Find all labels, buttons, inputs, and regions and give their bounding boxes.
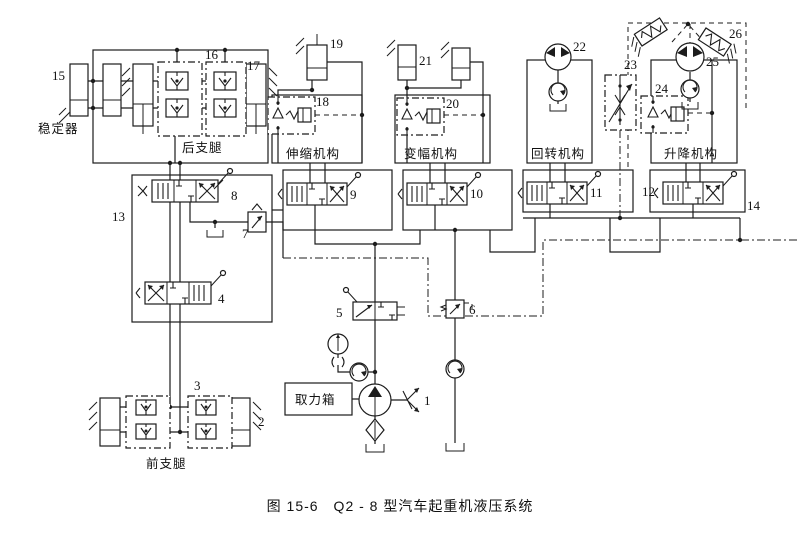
filter-symbol [365, 418, 385, 442]
directional-valve-11-symbol [517, 170, 602, 205]
part-label-8: 8 [231, 188, 238, 203]
brake-cylinders-26-symbol [631, 17, 737, 64]
part-label-12: 12 [642, 184, 655, 199]
directional-valve-10-symbol [397, 171, 482, 206]
balance-valve-18-symbol [267, 96, 316, 135]
valve-9-box [282, 169, 393, 231]
part-label-4: 4 [218, 291, 225, 306]
valve-5-symbol [342, 286, 405, 321]
brake-valve-23-symbol [604, 74, 637, 131]
part-label-26: 26 [729, 26, 743, 41]
part-label-17: 17 [247, 58, 261, 73]
part-label-11: 11 [590, 185, 603, 200]
group-label-front-outrigger: 前支腿 [146, 456, 187, 471]
part-label-24: 24 [655, 81, 669, 96]
group-label-stabilizer: 稳定器 [38, 121, 79, 136]
part-label-1: 1 [424, 393, 431, 408]
part-label-21: 21 [419, 53, 432, 68]
group-label-rear-outrigger: 后支腿 [182, 141, 223, 155]
part-number-labels: 1 2 3 4 5 6 7 8 9 10 11 12 13 14 15 16 1… [52, 26, 761, 429]
part-label-18: 18 [316, 94, 329, 109]
directional-valves [135, 167, 738, 305]
front-outrigger-cylinder-symbol [88, 397, 262, 447]
part-label-2: 2 [258, 414, 265, 429]
rear-hydraulic-lock-symbol [157, 61, 247, 137]
part-label-22: 22 [573, 39, 586, 54]
pto-box-label: 取力箱 [295, 392, 336, 407]
part-label-23: 23 [624, 57, 637, 72]
part-label-16: 16 [205, 47, 219, 62]
group-label-telescope: 伸缩机构 [286, 146, 340, 161]
part-label-9: 9 [350, 187, 357, 202]
valve-block-13-box [131, 174, 273, 323]
group-label-hoisting: 升降机构 [664, 146, 718, 161]
cylinders [58, 34, 471, 447]
luffing-cylinder-symbol [386, 39, 471, 81]
part-label-6: 6 [469, 302, 476, 317]
directional-valve-12-symbol [653, 170, 738, 205]
part-label-13: 13 [112, 209, 125, 224]
rear-outrigger-cylinder-symbol [121, 63, 278, 134]
part-label-19: 19 [330, 36, 343, 51]
balance-valves [267, 95, 689, 136]
pto-box [284, 382, 353, 416]
balance-valve-20-symbol [396, 97, 445, 136]
balance-valve-24-symbol [640, 95, 689, 134]
check-valve-left-symbol [349, 362, 369, 382]
luffing-box [394, 94, 491, 164]
slewing-motor-22-symbol [544, 43, 572, 112]
part-label-14: 14 [747, 198, 761, 213]
figure-caption: 图 15-6 Q2 - 8 型汽车起重机液压系统 [267, 498, 534, 514]
pump-1-symbol [358, 383, 420, 417]
tank-symbols [365, 443, 465, 453]
valve-12-box [649, 169, 746, 213]
front-hydraulic-lock-symbol [125, 395, 233, 449]
part-label-10: 10 [470, 186, 483, 201]
relief-valve-7-symbol [206, 203, 267, 238]
valve-11-box [522, 169, 634, 213]
part-label-20: 20 [446, 96, 459, 111]
relief-valve-6-symbol [439, 299, 465, 319]
check-valve-return-symbol [445, 359, 465, 379]
valve-10-box [402, 169, 513, 231]
hydraulic-locks [125, 61, 247, 449]
telescope-cylinder-symbol [295, 34, 328, 81]
group-label-luffing: 变幅机构 [404, 146, 458, 161]
part-label-5: 5 [336, 305, 343, 320]
directional-valve-8-symbol [137, 167, 234, 203]
directional-valve-9-symbol [277, 171, 362, 206]
stabilizer-cylinder-symbol [58, 63, 122, 124]
part-label-15: 15 [52, 68, 65, 83]
part-label-25: 25 [706, 54, 719, 69]
part-label-7: 7 [242, 226, 249, 241]
directional-valve-4-symbol [135, 269, 227, 305]
part-label-3: 3 [194, 378, 201, 393]
group-name-labels: 稳定器 后支腿 伸缩机构 变幅机构 回转机构 升降机构 前支腿 取力箱 [38, 121, 718, 471]
group-label-slewing: 回转机构 [531, 146, 585, 161]
hoisting-motor-25-symbol [675, 42, 705, 110]
pressure-gauge-symbol [327, 333, 349, 368]
